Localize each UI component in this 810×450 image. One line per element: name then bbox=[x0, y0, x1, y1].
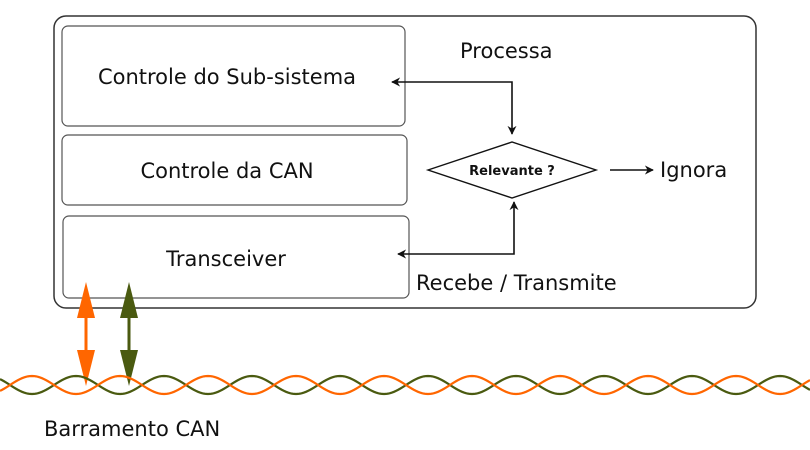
transceiver-decision-arrow bbox=[397, 201, 519, 259]
can-high-wire bbox=[0, 374, 810, 396]
subsystem-decision-arrow bbox=[391, 77, 517, 135]
can-bus-twisted-pair bbox=[0, 374, 810, 396]
can-bus-label: Barramento CAN bbox=[44, 417, 220, 441]
can-controller-label: Controle da CAN bbox=[140, 159, 313, 183]
relevance-decision: Relevante ? bbox=[425, 141, 599, 199]
transceiver-block: Transceiver bbox=[62, 215, 410, 299]
subsystem-control-label: Controle do Sub-sistema bbox=[98, 65, 356, 89]
receive-transmit-label: Recebe / Transmite bbox=[416, 271, 617, 295]
subsystem-control-block: Controle do Sub-sistema bbox=[61, 25, 406, 127]
can-controller-block: Controle da CAN bbox=[61, 134, 408, 206]
relevance-question: Relevante ? bbox=[469, 164, 555, 179]
ignore-label: Ignora bbox=[660, 158, 727, 182]
can-low-connection-arrow bbox=[120, 282, 138, 386]
transceiver-label: Transceiver bbox=[165, 247, 286, 271]
process-label: Processa bbox=[460, 39, 553, 63]
can-high-connection-arrow bbox=[77, 282, 95, 386]
